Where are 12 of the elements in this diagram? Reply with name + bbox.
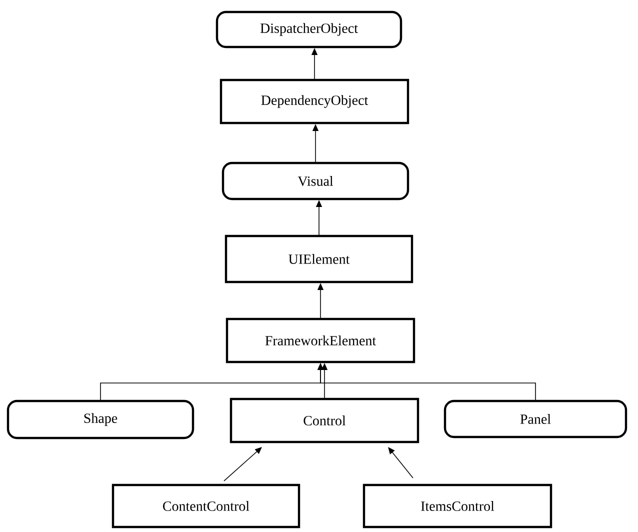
class-box: ItemsControl xyxy=(362,484,552,528)
class-box: UIElement xyxy=(224,234,414,284)
class-box: FrameworkElement xyxy=(226,318,416,364)
class-box: DependencyObject xyxy=(220,78,410,124)
class-box: ContentControl xyxy=(112,484,300,528)
rounded-class-box: DispatcherObject xyxy=(216,10,402,48)
arrow xyxy=(388,447,414,478)
rounded-class-box: Visual xyxy=(222,162,410,200)
class-box: Control xyxy=(230,398,420,444)
rounded-class-box: Shape xyxy=(6,400,194,440)
rounded-class-box: Panel xyxy=(444,400,628,438)
arrow xyxy=(224,447,262,482)
